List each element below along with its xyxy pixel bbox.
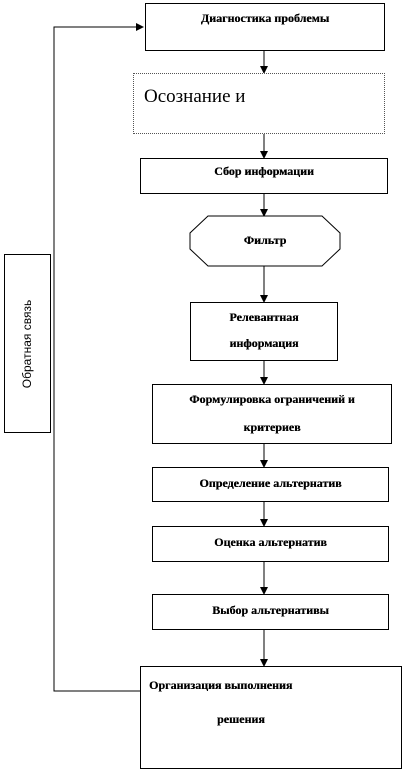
node-diagnose-text: Диагностика проблемы xyxy=(200,11,330,25)
node-awareness: Осознание и xyxy=(133,73,385,134)
node-define-text: Определение альтернатив xyxy=(199,476,342,490)
node-execute-line1: Организация выполнения xyxy=(149,678,293,692)
node-execute: Организация выполнения решения xyxy=(140,666,402,769)
node-criteria-line1: Формулировка ограничений и xyxy=(189,392,355,406)
node-criteria-line2: критериев xyxy=(243,420,301,434)
filter-octagon xyxy=(189,215,341,267)
node-choose-alternative: Выбор альтернативы xyxy=(152,594,389,630)
node-relevant-line1: Релевантная xyxy=(229,310,299,324)
node-evaluate-alternatives: Оценка альтернатив xyxy=(152,526,389,562)
node-awareness-text: Осознание и xyxy=(144,86,246,107)
node-collect: Сбор информации xyxy=(140,158,388,194)
node-evaluate-text: Оценка альтернатив xyxy=(214,535,327,549)
node-collect-text: Сбор информации xyxy=(214,164,314,178)
node-execute-line2: решения xyxy=(217,712,265,726)
node-relevant-line2: информация xyxy=(229,336,299,350)
feedback-loop-line xyxy=(53,23,144,692)
node-filter-text: Фильтр xyxy=(243,233,287,247)
node-define-alternatives: Определение альтернатив xyxy=(152,467,389,502)
node-choose-text: Выбор альтернативы xyxy=(212,603,329,617)
node-relevant: Релевантная информация xyxy=(190,302,338,361)
feedback-box: Обратная связь xyxy=(4,254,51,433)
node-criteria: Формулировка ограничений и критериев xyxy=(152,384,392,444)
node-diagnose: Диагностика проблемы xyxy=(145,3,385,51)
feedback-label: Обратная связь xyxy=(20,299,34,389)
